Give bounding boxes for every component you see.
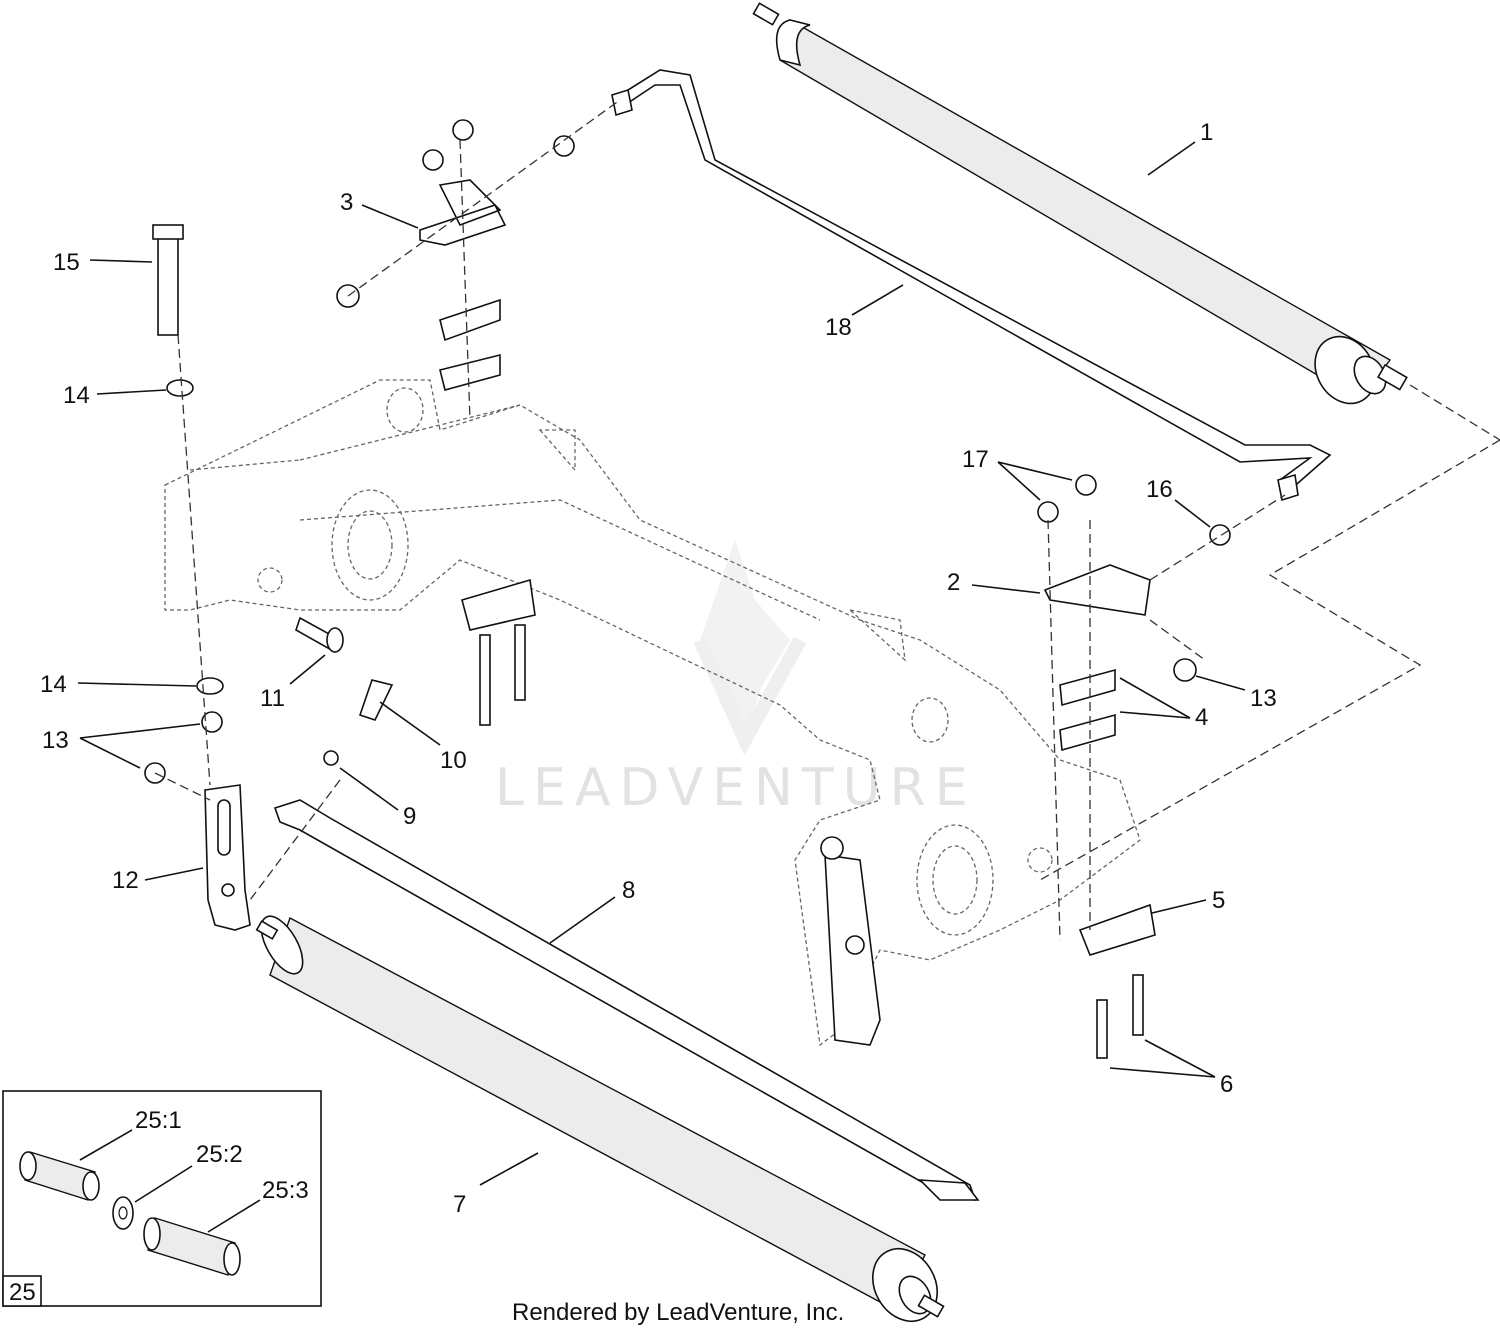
svg-text:8: 8: [622, 877, 635, 904]
svg-text:14: 14: [63, 382, 90, 409]
roller-top: [752, 2, 1408, 405]
roller-bottom: [255, 915, 945, 1322]
callout-3: 3: [340, 189, 419, 229]
assembly-lines: [154, 99, 1500, 941]
callout-13-right: 13: [1195, 675, 1277, 712]
svg-text:5: 5: [1212, 887, 1225, 914]
callout-15: 15: [53, 249, 153, 276]
svg-text:15: 15: [53, 249, 80, 276]
callout-8: 8: [549, 877, 635, 944]
callout-14-upper: 14: [63, 382, 167, 409]
frame-assembly: [164, 379, 1141, 1047]
bracket-2: [1037, 474, 1231, 1059]
svg-text:17: 17: [962, 446, 989, 473]
svg-text:2: 2: [947, 569, 960, 596]
inset-label-3: 25:3: [262, 1177, 309, 1204]
callout-13-left: 13: [42, 723, 201, 769]
callout-10: 10: [379, 701, 467, 774]
svg-text:18: 18: [825, 314, 852, 341]
callout-7: 7: [453, 1152, 539, 1218]
bracket-3: [336, 119, 575, 391]
bracket-right: [820, 836, 881, 1046]
svg-text:7: 7: [453, 1191, 466, 1218]
scraper-rod-bottom: [273, 799, 980, 1201]
clamp-left: [461, 578, 536, 726]
svg-text:14: 14: [40, 671, 67, 698]
callout-9: 9: [339, 767, 416, 830]
bracket-left: [204, 784, 251, 931]
svg-text:10: 10: [440, 747, 467, 774]
svg-text:13: 13: [1250, 685, 1277, 712]
svg-text:4: 4: [1195, 704, 1208, 731]
callout-12: 12: [112, 867, 204, 894]
svg-text:1: 1: [1200, 119, 1213, 146]
callout-18: 18: [825, 284, 904, 341]
svg-text:6: 6: [1220, 1071, 1233, 1098]
svg-text:16: 16: [1146, 476, 1173, 503]
callout-11: 11: [260, 654, 326, 712]
watermark-text: LEADVENTURE: [495, 758, 977, 818]
callout-5: 5: [1151, 887, 1225, 914]
footer-credit: Rendered by LeadVenture, Inc.: [512, 1299, 844, 1326]
inset-label-2: 25:2: [196, 1141, 243, 1168]
callout-6: 6: [1109, 1039, 1233, 1098]
inset-id: 25: [9, 1279, 36, 1306]
inset-box: 25 25:1 25:2 25:3: [2, 1090, 322, 1307]
callout-14-lower: 14: [40, 671, 197, 698]
svg-text:12: 12: [112, 867, 139, 894]
callout-2: 2: [947, 569, 1041, 596]
callout-17: 17: [962, 446, 1073, 501]
callout-4: 4: [1119, 677, 1208, 731]
inset-label-1: 25:1: [135, 1107, 182, 1134]
svg-text:9: 9: [403, 803, 416, 830]
svg-text:11: 11: [260, 685, 285, 712]
svg-text:13: 13: [42, 727, 69, 754]
callout-16: 16: [1146, 476, 1211, 528]
svg-text:3: 3: [340, 189, 353, 216]
scraper-rod-top: [611, 69, 1332, 502]
callout-1: 1: [1147, 119, 1213, 176]
